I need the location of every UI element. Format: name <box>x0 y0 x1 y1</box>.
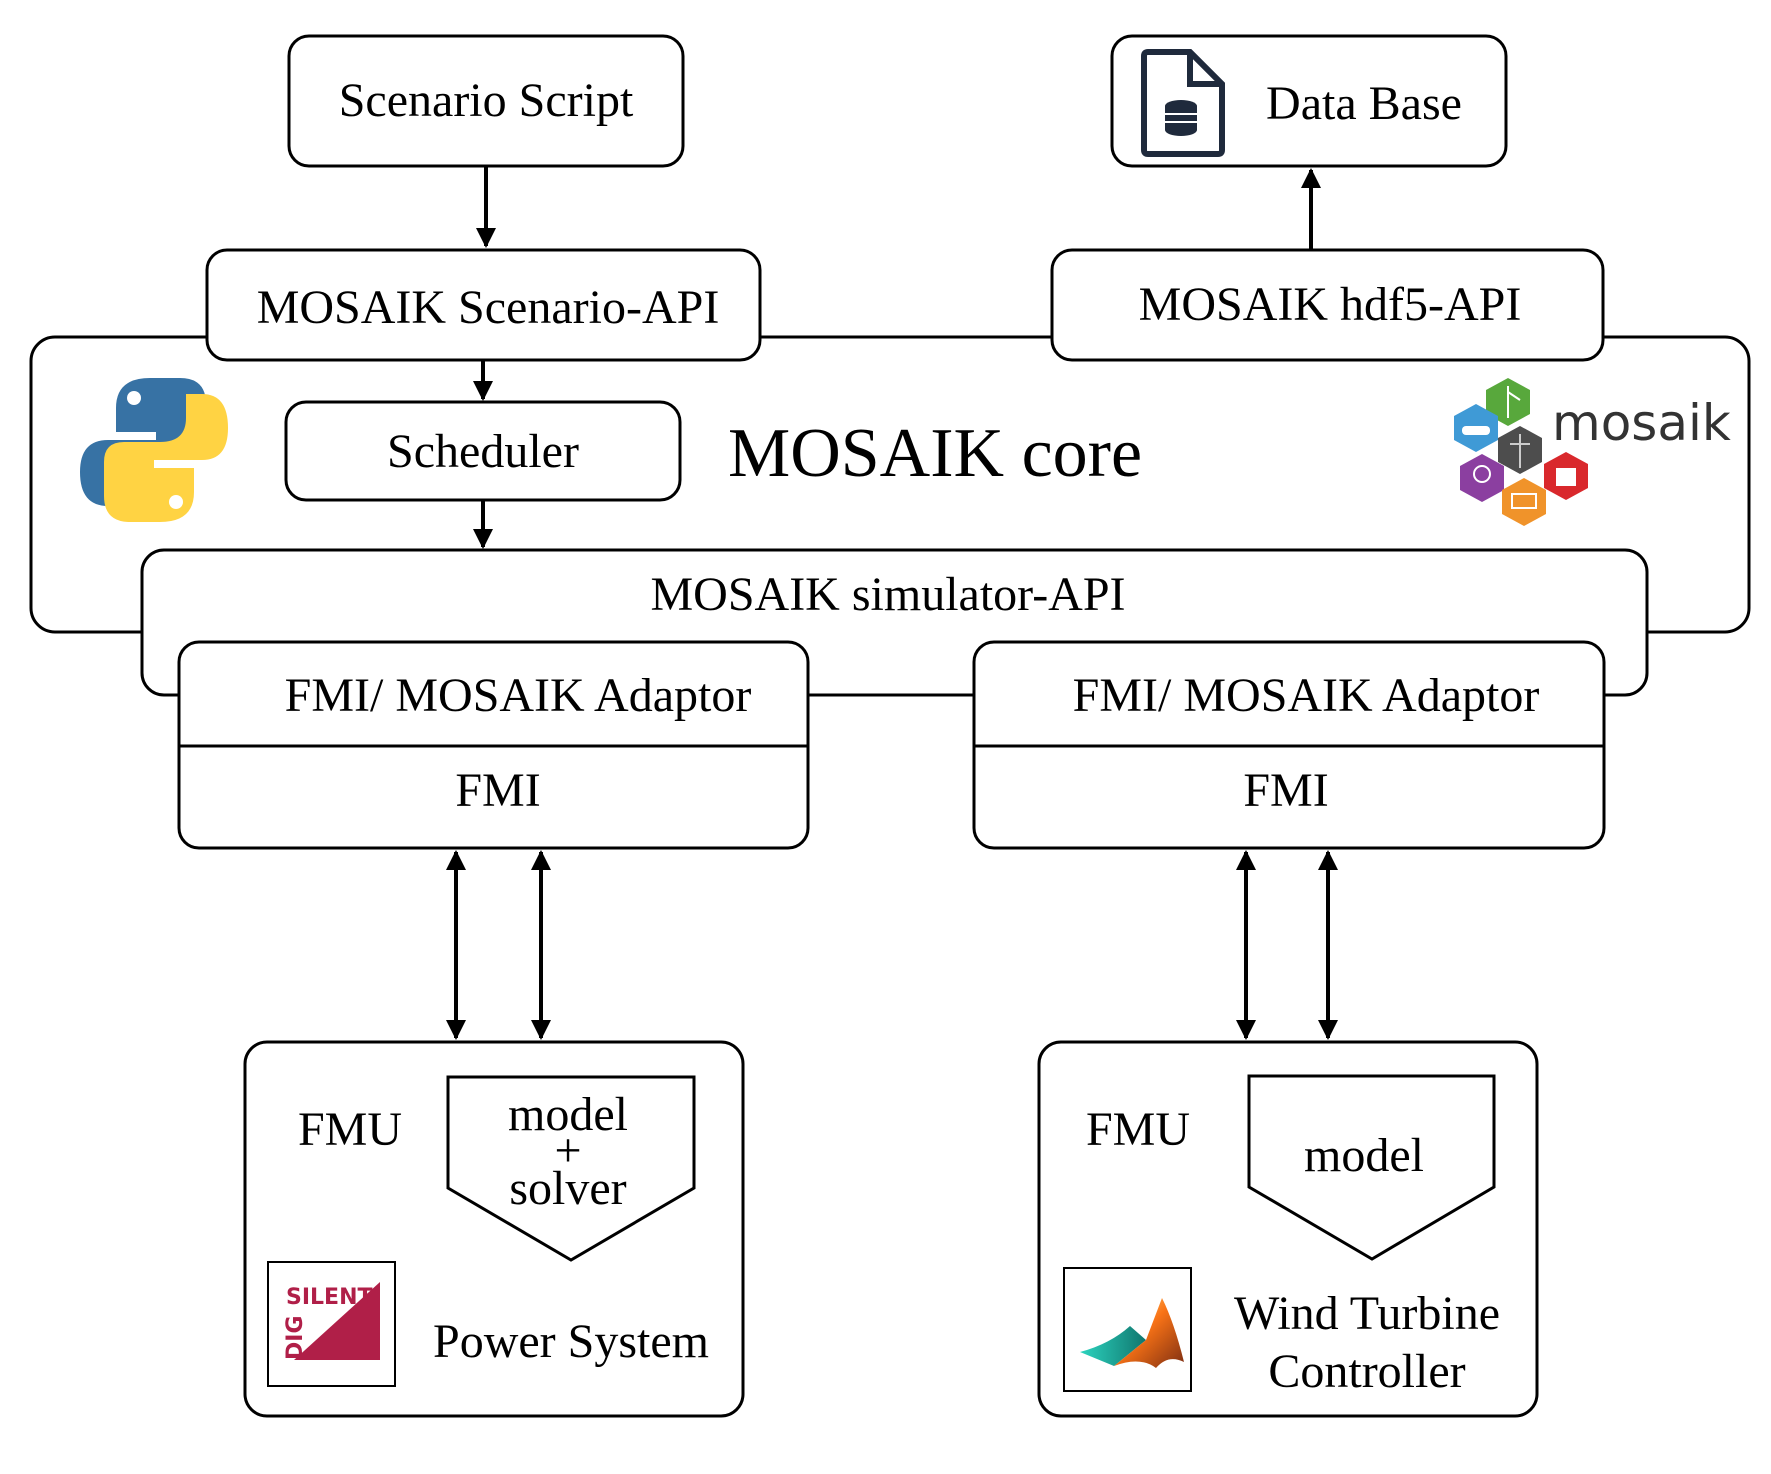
svg-text:SILENT: SILENT <box>286 1285 373 1310</box>
adaptor-right-label: FMI/ MOSAIK Adaptor <box>1073 669 1540 722</box>
wind-turbine-line-1: Wind Turbine <box>1234 1287 1500 1340</box>
fmu-left-label: FMU <box>298 1103 402 1156</box>
simulator-api-label: MOSAIK simulator-API <box>650 568 1125 621</box>
hdf5-api-label: MOSAIK hdf5-API <box>1139 278 1522 331</box>
database-file-icon <box>1141 49 1225 157</box>
matlab-logo-icon <box>1063 1267 1192 1392</box>
digsilent-logo-icon: SILENT DIG <box>267 1261 396 1387</box>
power-system-label: Power System <box>433 1315 709 1368</box>
mosaik-logo-text: mosaik <box>1552 394 1731 452</box>
scenario-api-label: MOSAIK Scenario-API <box>257 281 720 334</box>
data-base-label: Data Base <box>1266 77 1462 130</box>
wind-turbine-line-2: Controller <box>1268 1345 1465 1398</box>
fmi-right-label: FMI <box>1243 764 1328 817</box>
model-line-1: model <box>508 1088 628 1141</box>
scenario-script-label: Scenario Script <box>339 74 634 127</box>
model-right-label: model <box>1304 1129 1424 1182</box>
model-solver-shape <box>446 1075 696 1262</box>
model-shape <box>1247 1074 1496 1261</box>
adaptor-left-label: FMI/ MOSAIK Adaptor <box>285 669 752 722</box>
svg-text:DIG: DIG <box>283 1315 308 1360</box>
model-line-2: + <box>554 1124 581 1177</box>
python-logo-icon <box>80 378 228 522</box>
hdf5-api-box <box>1050 248 1605 362</box>
fmu-right-label: FMU <box>1086 1103 1190 1156</box>
fmi-left-label: FMI <box>455 764 540 817</box>
model-line-3: solver <box>509 1162 626 1215</box>
mosaik-core-label: MOSAIK core <box>728 415 1142 492</box>
scheduler-label: Scheduler <box>387 425 579 478</box>
mosaik-logo-icon: mosaik <box>1454 378 1731 526</box>
